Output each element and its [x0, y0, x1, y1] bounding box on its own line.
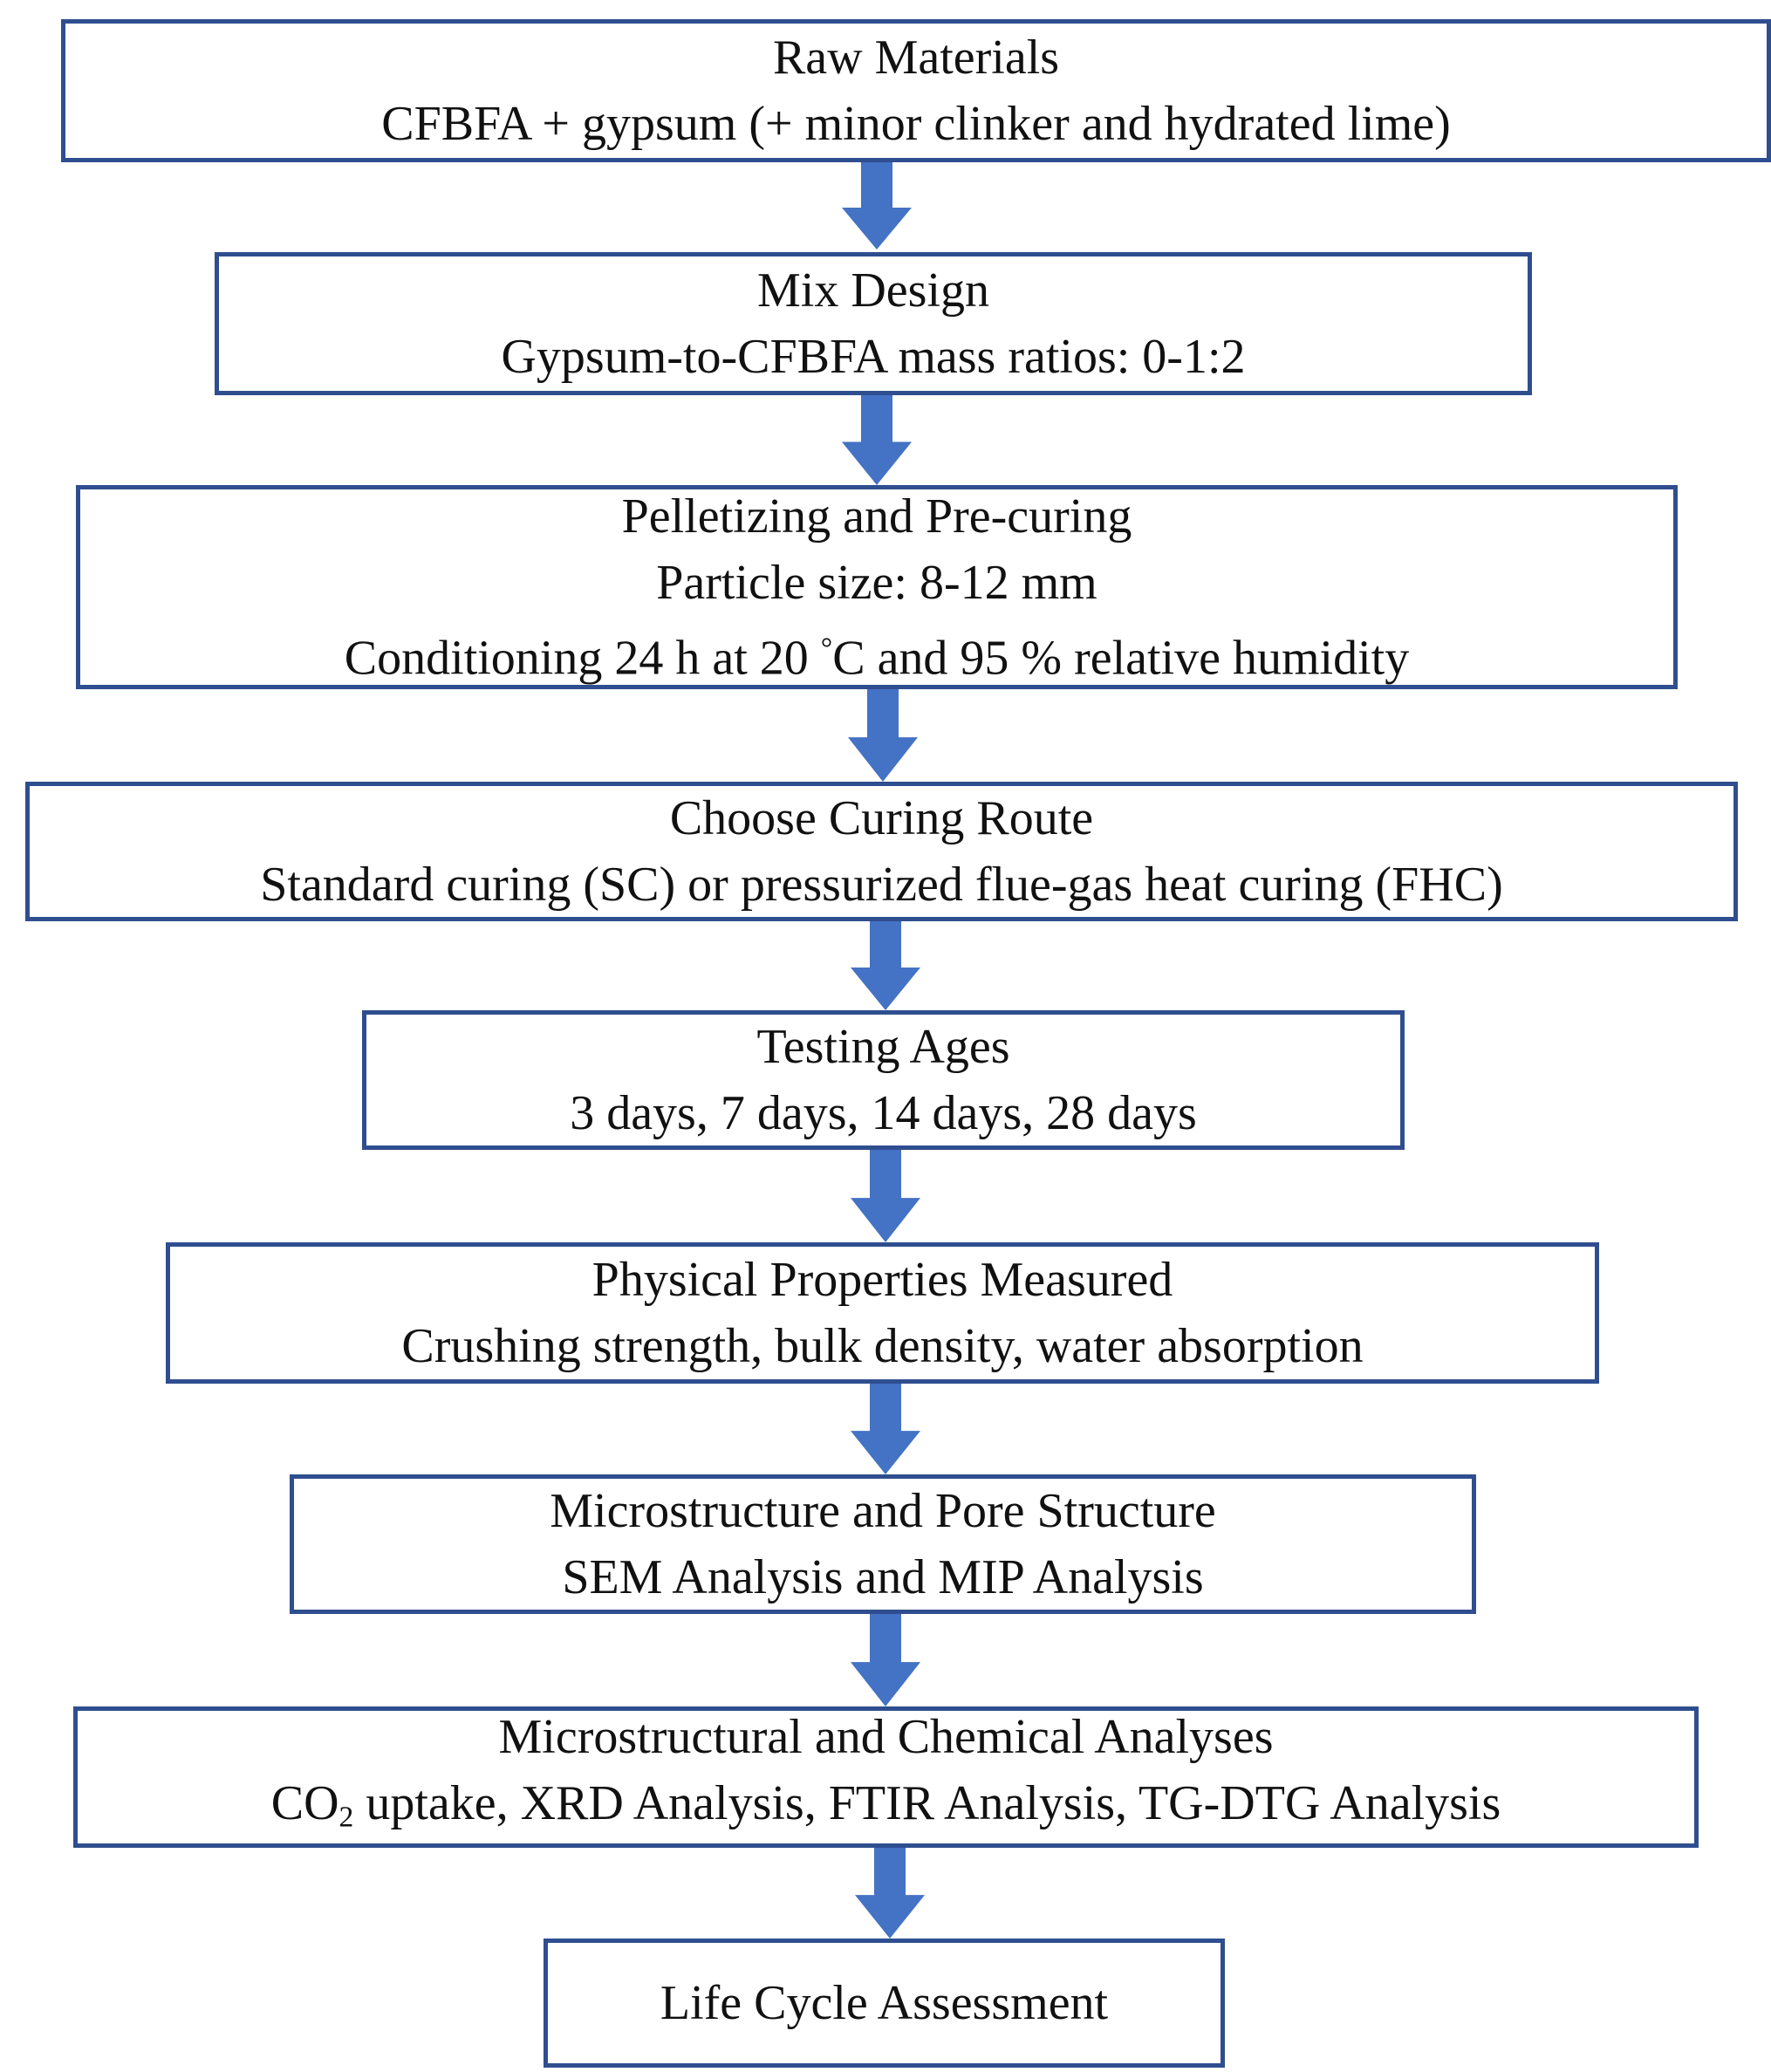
- step-life-cycle-assessment: Life Cycle Assessment: [544, 1939, 1225, 2068]
- down-arrow-icon: [848, 689, 918, 782]
- down-arrow-icon: [851, 921, 920, 1010]
- step-detail: CFBFA + gypsum (+ minor clinker and hydr…: [381, 97, 1451, 151]
- down-arrow-icon: [855, 1848, 925, 1939]
- co2-line: CO2 uptake, XRD Analysis, FTIR Analysis,…: [271, 1770, 1501, 1850]
- step-title: Microstructure and Pore Structure: [550, 1484, 1216, 1538]
- degree-symbol: °: [820, 632, 833, 665]
- co2-prefix: CO: [270, 1775, 339, 1830]
- co2-rest: uptake, XRD Analysis, FTIR Analysis, TG-…: [353, 1775, 1501, 1830]
- step-detail: Gypsum-to-CFBFA mass ratios: 0-1:2: [501, 330, 1246, 384]
- conditioning-text: Conditioning 24 h at 20: [344, 631, 821, 686]
- step-mix-design: Mix Design Gypsum-to-CFBFA mass ratios: …: [215, 252, 1532, 395]
- step-detail: SEM Analysis and MIP Analysis: [562, 1550, 1204, 1604]
- down-arrow-icon: [842, 395, 912, 485]
- step-title: Raw Materials: [772, 31, 1060, 85]
- step-title: Microstructural and Chemical Analyses: [498, 1709, 1274, 1764]
- down-arrow-icon: [851, 1150, 920, 1242]
- step-detail: Standard curing (SC) or pressurized flue…: [260, 858, 1503, 912]
- down-arrow-icon: [842, 162, 912, 250]
- step-physical-properties: Physical Properties Measured Crushing st…: [166, 1242, 1599, 1384]
- step-title: Testing Ages: [756, 1020, 1010, 1074]
- step-title: Pelletizing and Pre-curing: [621, 489, 1132, 544]
- step-title: Physical Properties Measured: [591, 1253, 1173, 1307]
- step-detail: 3 days, 7 days, 14 days, 28 days: [570, 1086, 1197, 1140]
- step-title: Choose Curing Route: [669, 791, 1094, 845]
- step-detail: Particle size: 8-12 mm: [656, 555, 1097, 610]
- step-raw-materials: Raw Materials CFBFA + gypsum (+ minor cl…: [61, 19, 1771, 162]
- step-testing-ages: Testing Ages 3 days, 7 days, 14 days, 28…: [362, 1010, 1405, 1150]
- step-title: Mix Design: [757, 263, 989, 318]
- step-chemical-analyses: Microstructural and Chemical Analyses CO…: [73, 1706, 1699, 1848]
- conditioning-line: Conditioning 24 h at 20 °C and 95 % rela…: [345, 616, 1409, 691]
- step-pelletizing: Pelletizing and Pre-curing Particle size…: [76, 485, 1678, 689]
- step-microstructure: Microstructure and Pore Structure SEM An…: [290, 1474, 1476, 1614]
- step-curing-route: Choose Curing Route Standard curing (SC)…: [25, 782, 1738, 921]
- step-detail: Crushing strength, bulk density, water a…: [401, 1319, 1364, 1373]
- down-arrow-icon: [851, 1614, 920, 1706]
- conditioning-text-rest: C and 95 % relative humidity: [832, 631, 1410, 686]
- down-arrow-icon: [851, 1384, 920, 1474]
- co2-subscript: 2: [338, 1801, 354, 1834]
- step-title: Life Cycle Assessment: [660, 1976, 1109, 2030]
